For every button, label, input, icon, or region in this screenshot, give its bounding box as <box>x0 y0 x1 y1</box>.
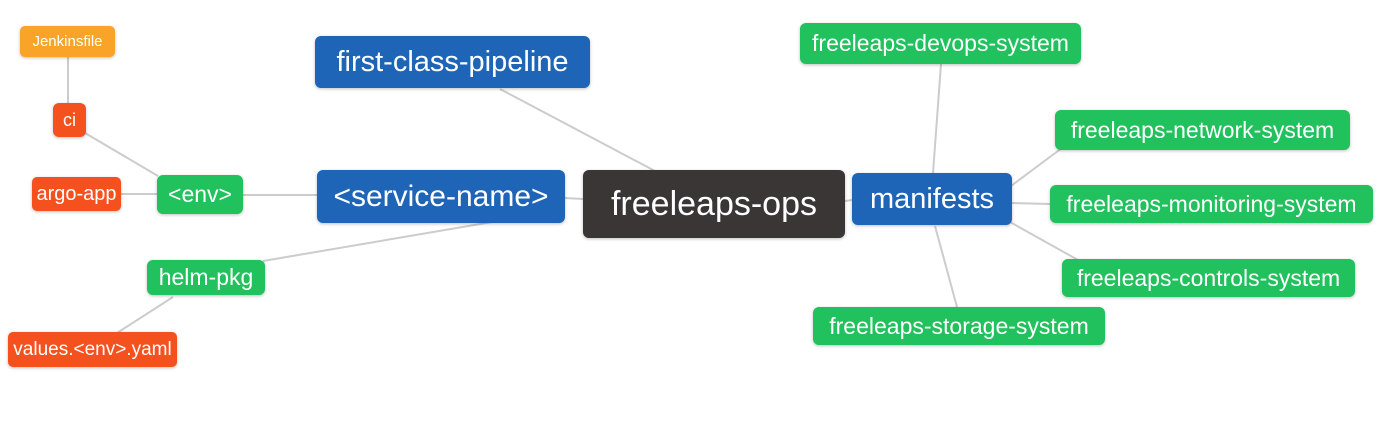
node-freeleaps-ops[interactable]: freeleaps-ops <box>583 170 845 238</box>
edge-manifests-devops <box>932 63 942 174</box>
node-service-name[interactable]: <service-name> <box>317 170 565 223</box>
edge-manifests-network <box>1010 147 1063 187</box>
edge-values-yaml-helm-pkg <box>116 296 174 334</box>
node-freeleaps-controls-system[interactable]: freeleaps-controls-system <box>1062 259 1355 297</box>
edge-pipeline-freeleaps-ops <box>499 88 656 172</box>
edge-service-name-freeleaps-ops <box>564 197 584 200</box>
edge-freeleaps-ops-manifests <box>844 199 853 202</box>
node-helm-pkg[interactable]: helm-pkg <box>147 260 265 295</box>
node-first-class-pipeline[interactable]: first-class-pipeline <box>315 36 590 88</box>
node-freeleaps-monitoring-system[interactable]: freeleaps-monitoring-system <box>1050 185 1373 223</box>
node-freeleaps-devops-system[interactable]: freeleaps-devops-system <box>800 23 1081 64</box>
node-jenkinsfile[interactable]: Jenkinsfile <box>20 26 115 57</box>
node-ci[interactable]: ci <box>53 103 86 137</box>
edge-helm-pkg-service-name <box>262 221 493 262</box>
node-freeleaps-storage-system[interactable]: freeleaps-storage-system <box>813 307 1105 345</box>
node-argo-app[interactable]: argo-app <box>32 177 121 211</box>
node-freeleaps-network-system[interactable]: freeleaps-network-system <box>1055 110 1350 150</box>
node-manifests[interactable]: manifests <box>852 173 1012 225</box>
edge-ci-env <box>84 132 159 177</box>
edge-manifests-storage <box>934 225 958 308</box>
node-env[interactable]: <env> <box>157 175 243 214</box>
edge-manifests-monitoring <box>1011 202 1051 205</box>
node-values-env-yaml[interactable]: values.<env>.yaml <box>8 332 177 367</box>
edge-manifests-controls <box>1009 221 1079 261</box>
